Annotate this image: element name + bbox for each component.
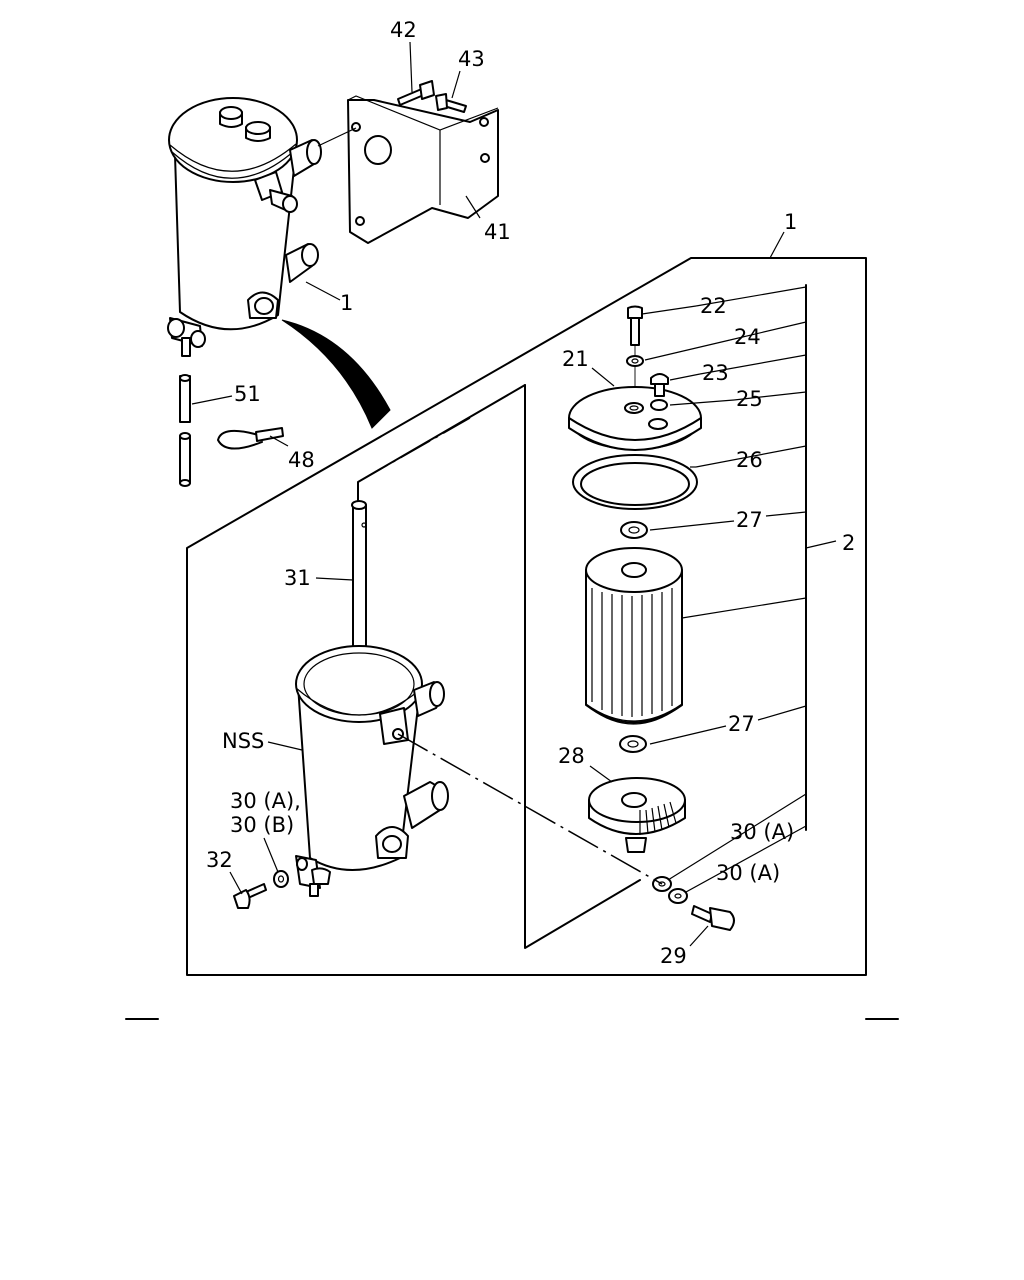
callout-30ab-line2: 30 (B)	[230, 813, 294, 837]
callout-21: 21	[562, 347, 589, 371]
gasket-27-lower	[619, 735, 647, 753]
callout-31: 31	[284, 566, 311, 590]
callout-22: 22	[700, 294, 727, 318]
bottom-plate	[588, 777, 686, 853]
bolt-43	[435, 93, 467, 113]
callout-51: 51	[234, 382, 261, 406]
callout-29: 29	[660, 944, 687, 968]
bolt-42	[397, 80, 435, 106]
assembly-box-outline	[186, 257, 867, 976]
hose-clip	[217, 427, 284, 450]
callout-32: 32	[206, 848, 233, 872]
callout-30a-lower: 30 (A)	[716, 861, 780, 885]
gasket-27-upper	[620, 521, 648, 539]
callout-nss: NSS	[222, 729, 264, 753]
detail-arrow	[281, 319, 391, 429]
centerline-pipe	[357, 417, 471, 483]
callout-1-top: 1	[340, 291, 353, 315]
callout-28: 28	[558, 744, 585, 768]
callout-48: 48	[288, 448, 315, 472]
filter-assembly-top	[167, 97, 322, 357]
washer-25	[650, 399, 668, 411]
callout-26: 26	[736, 448, 763, 472]
callout-30ab-line1: 30 (A),	[230, 789, 301, 813]
washer-30a-outer	[668, 888, 688, 904]
callout-43: 43	[458, 47, 485, 71]
hose	[179, 374, 191, 487]
centerline-mount	[397, 733, 663, 885]
cover-bolt	[627, 305, 643, 346]
callout-27-lower: 27	[728, 712, 755, 736]
filter-cover	[568, 386, 702, 451]
callout-25: 25	[736, 387, 763, 411]
bolt-32	[233, 883, 267, 909]
mounting-bracket	[347, 95, 499, 244]
leader-lines	[191, 41, 837, 947]
callout-30a-upper: 30 (A)	[730, 820, 794, 844]
o-ring	[572, 454, 698, 510]
bolt-29	[691, 905, 735, 931]
callout-24: 24	[734, 325, 761, 349]
callout-23: 23	[702, 361, 729, 385]
washer-30ab	[273, 870, 289, 888]
filter-case	[295, 645, 449, 897]
callout-42: 42	[390, 18, 417, 42]
callout-41: 41	[484, 220, 511, 244]
callout-1-box: 1	[784, 210, 797, 234]
callout-2: 2	[842, 531, 855, 555]
filter-element	[585, 547, 683, 725]
air-vent-plug	[650, 373, 669, 397]
callout-27-upper: 27	[736, 508, 763, 532]
washer-24	[626, 355, 644, 367]
